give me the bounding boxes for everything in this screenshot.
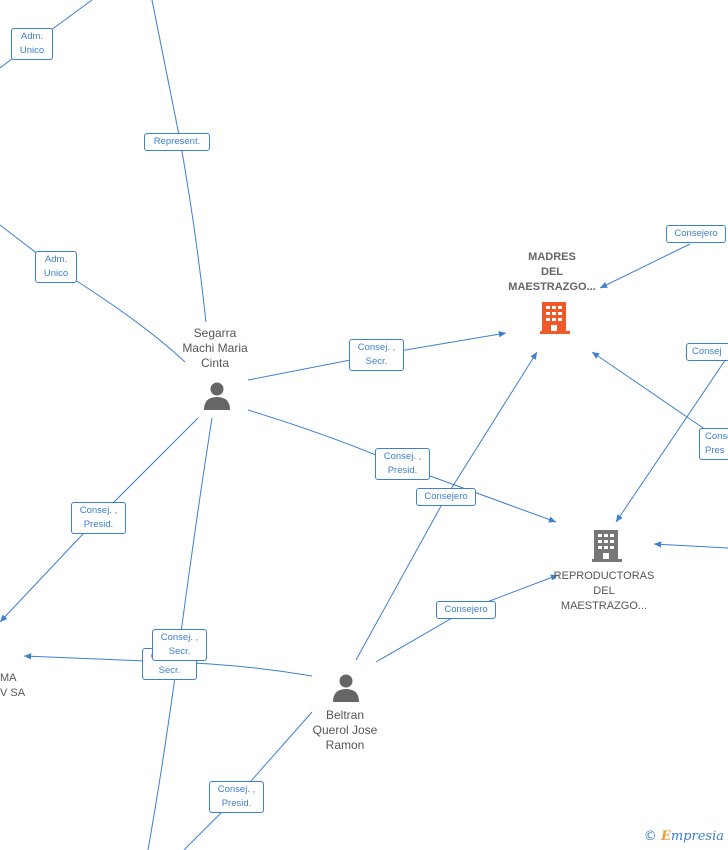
- edge-represent: [151, 0, 207, 323]
- edge-right-repro-in: [653, 541, 728, 549]
- edge-adm-unico-mid: [0, 224, 186, 363]
- copyright-icon: ©: [643, 829, 657, 844]
- edge-label-represent: Represent.: [144, 133, 210, 151]
- brand-watermark: © Empresia: [644, 829, 724, 844]
- node-name-reproductoras[interactable]: REPRODUCTORAS DEL MAESTRAZGO...: [553, 570, 655, 612]
- edge-consejero-top-right: [599, 243, 691, 289]
- brand-logo-initial: E: [660, 829, 671, 844]
- brand-logo-text: mpresia: [670, 829, 724, 844]
- edge-label-consej-pres: Consej Pres: [699, 428, 728, 460]
- node-name-madres[interactable]: MADRES DEL MAESTRAZGO...: [508, 251, 596, 293]
- edge-label-consej-secr: Consej. , Secr.: [349, 339, 404, 371]
- edge-label-consejero: Consejero: [416, 488, 476, 506]
- edge-label-consej-presid: Consej. , Presid.: [375, 448, 430, 480]
- person-icon[interactable]: [204, 382, 230, 411]
- person-icon[interactable]: [333, 674, 359, 703]
- edge-label-consejero: Consejero: [666, 225, 726, 243]
- edge-right-pres-madres: [591, 351, 713, 435]
- edge-label-consej-presid: Consej. , Presid.: [71, 502, 126, 534]
- edge-right-consej: [615, 355, 728, 523]
- node-name-segarra[interactable]: Segarra Machi Maria Cinta: [182, 326, 248, 370]
- edge-label-consej-secr: Consej. , Secr.: [152, 629, 207, 661]
- edge-label-consejero: Consejero: [436, 601, 496, 619]
- edge-label-adm-unico: Adm. Unico: [35, 251, 77, 283]
- edge-label-adm-unico: Adm. Unico: [11, 28, 53, 60]
- edge-label-consej: Consej: [686, 343, 728, 361]
- node-name-beltran[interactable]: Beltran Querol Jose Ramon: [312, 708, 378, 752]
- edge-label-consej-presid: Consej. , Presid.: [209, 781, 264, 813]
- building-icon[interactable]: [540, 302, 570, 334]
- node-name-left-company[interactable]: MA V SA: [0, 672, 26, 699]
- building-icon[interactable]: [592, 530, 622, 562]
